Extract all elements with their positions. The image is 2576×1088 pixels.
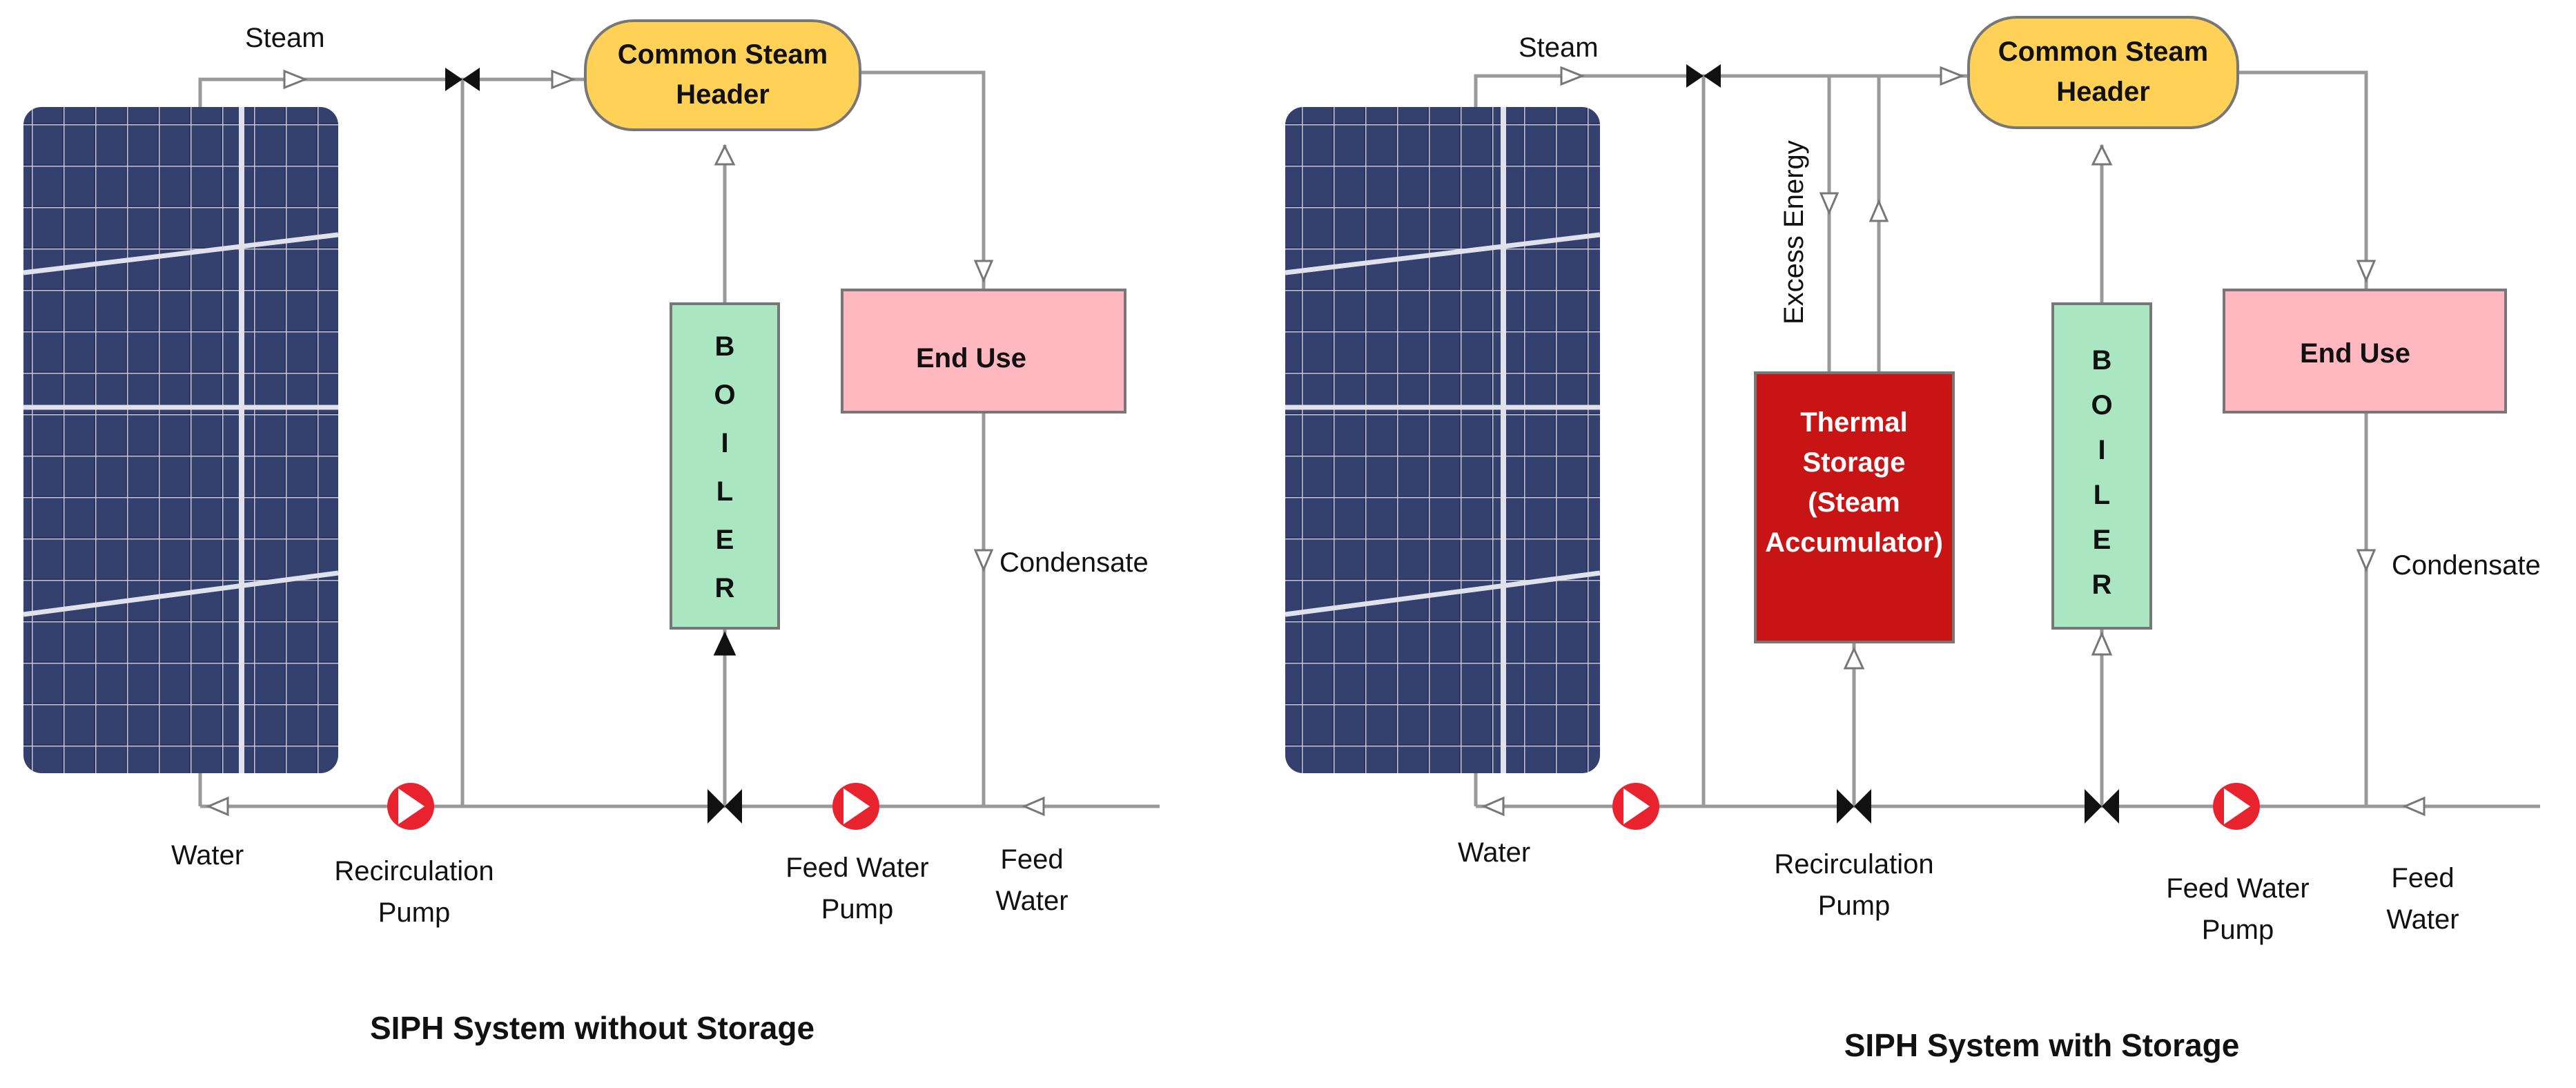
feed-water-label-line1: Feed (1000, 844, 1063, 875)
boiler-letter: I (721, 428, 728, 458)
recirculation-pump-label-line2: Pump (1818, 891, 1891, 921)
boiler-letter: L (2094, 480, 2110, 510)
diagram-without-storage: Common Steam Header B O I L E R End Use … (23, 19, 1160, 1046)
boiler-letter: E (716, 525, 734, 555)
feed-water-pump-label-line2: Pump (821, 894, 894, 924)
boiler-letter: R (2092, 570, 2112, 600)
end-use-label: End Use (2300, 338, 2410, 369)
caption-with-storage: SIPH System with Storage (1844, 1027, 2240, 1063)
pipe-network (198, 70, 1160, 808)
common-steam-header: Common Steam Header (584, 19, 861, 131)
header-label-line1: Common Steam (618, 39, 828, 70)
end-use-box: End Use (841, 289, 1126, 414)
end-use-box: End Use (2223, 289, 2507, 414)
boiler: B O I L E R (2051, 302, 2152, 630)
header-label-line2: Header (2056, 77, 2150, 107)
excess-energy-label: Excess Energy (1779, 140, 1809, 324)
header-label-line2: Header (676, 79, 770, 110)
steam-valve (445, 68, 480, 91)
boiler-letter: O (2091, 390, 2112, 420)
recirculation-pump-label-line1: Recirculation (1774, 849, 1933, 880)
water-label: Water (171, 840, 244, 871)
feed-water-pump-label-line2: Pump (2202, 915, 2274, 945)
water-label: Water (1458, 837, 1530, 868)
storage-label-line3: (Steam (1808, 487, 1900, 518)
condensate-label: Condensate (2392, 550, 2541, 581)
boiler-letter: B (715, 331, 735, 362)
storage-label-line2: Storage (1803, 447, 1906, 478)
condensate-label: Condensate (999, 547, 1149, 578)
steam-label: Steam (245, 23, 325, 53)
feed-water-label-line2: Water (995, 886, 1068, 916)
boiler: B O I L E R (670, 302, 780, 630)
feed-water-pump-label-line1: Feed Water (786, 853, 928, 883)
diagram-with-storage: Common Steam Header Excess Energy Therma… (1285, 16, 2541, 1063)
boiler-letter: I (2098, 435, 2105, 465)
recirculation-pump (1612, 783, 1659, 830)
recirc-valve (2085, 789, 2119, 824)
steam-valve (1686, 64, 1721, 88)
end-use-label: End Use (916, 343, 1026, 373)
feed-water-pump (832, 783, 879, 830)
storage-label-line1: Thermal (1800, 407, 1908, 438)
boiler-letter: L (716, 476, 733, 507)
boiler-letter: O (714, 380, 735, 410)
recirculation-pump-label-line1: Recirculation (334, 856, 494, 886)
flow-arrows (1481, 66, 2426, 817)
header-label-line1: Common Steam (1998, 37, 2209, 67)
feed-water-pump-label-line1: Feed Water (2166, 873, 2309, 904)
boiler-letter: B (2092, 345, 2112, 376)
steam-label: Steam (1519, 32, 1599, 63)
caption-without-storage: SIPH System without Storage (370, 1010, 814, 1046)
boiler-letter: R (715, 573, 735, 603)
common-steam-header: Common Steam Header (1967, 16, 2239, 129)
recirc-valve (708, 789, 742, 824)
storage-label-line4: Accumulator) (1765, 527, 1943, 558)
solar-panel-image (1285, 107, 1601, 773)
pipe-network (1474, 70, 2540, 808)
recirculation-pump (387, 783, 434, 830)
storage-valve (1837, 789, 1871, 824)
feed-water-label-line1: Feed (2391, 863, 2454, 893)
flow-arrows (206, 69, 1045, 817)
boiler-letter: E (2093, 525, 2111, 555)
feed-water-label-line2: Water (2386, 904, 2459, 935)
feed-water-pump (2213, 783, 2260, 830)
recirculation-pump-label-line2: Pump (378, 897, 451, 928)
solar-panel-image (23, 107, 339, 773)
thermal-storage: Thermal Storage (Steam Accumulator) (1754, 371, 1955, 643)
